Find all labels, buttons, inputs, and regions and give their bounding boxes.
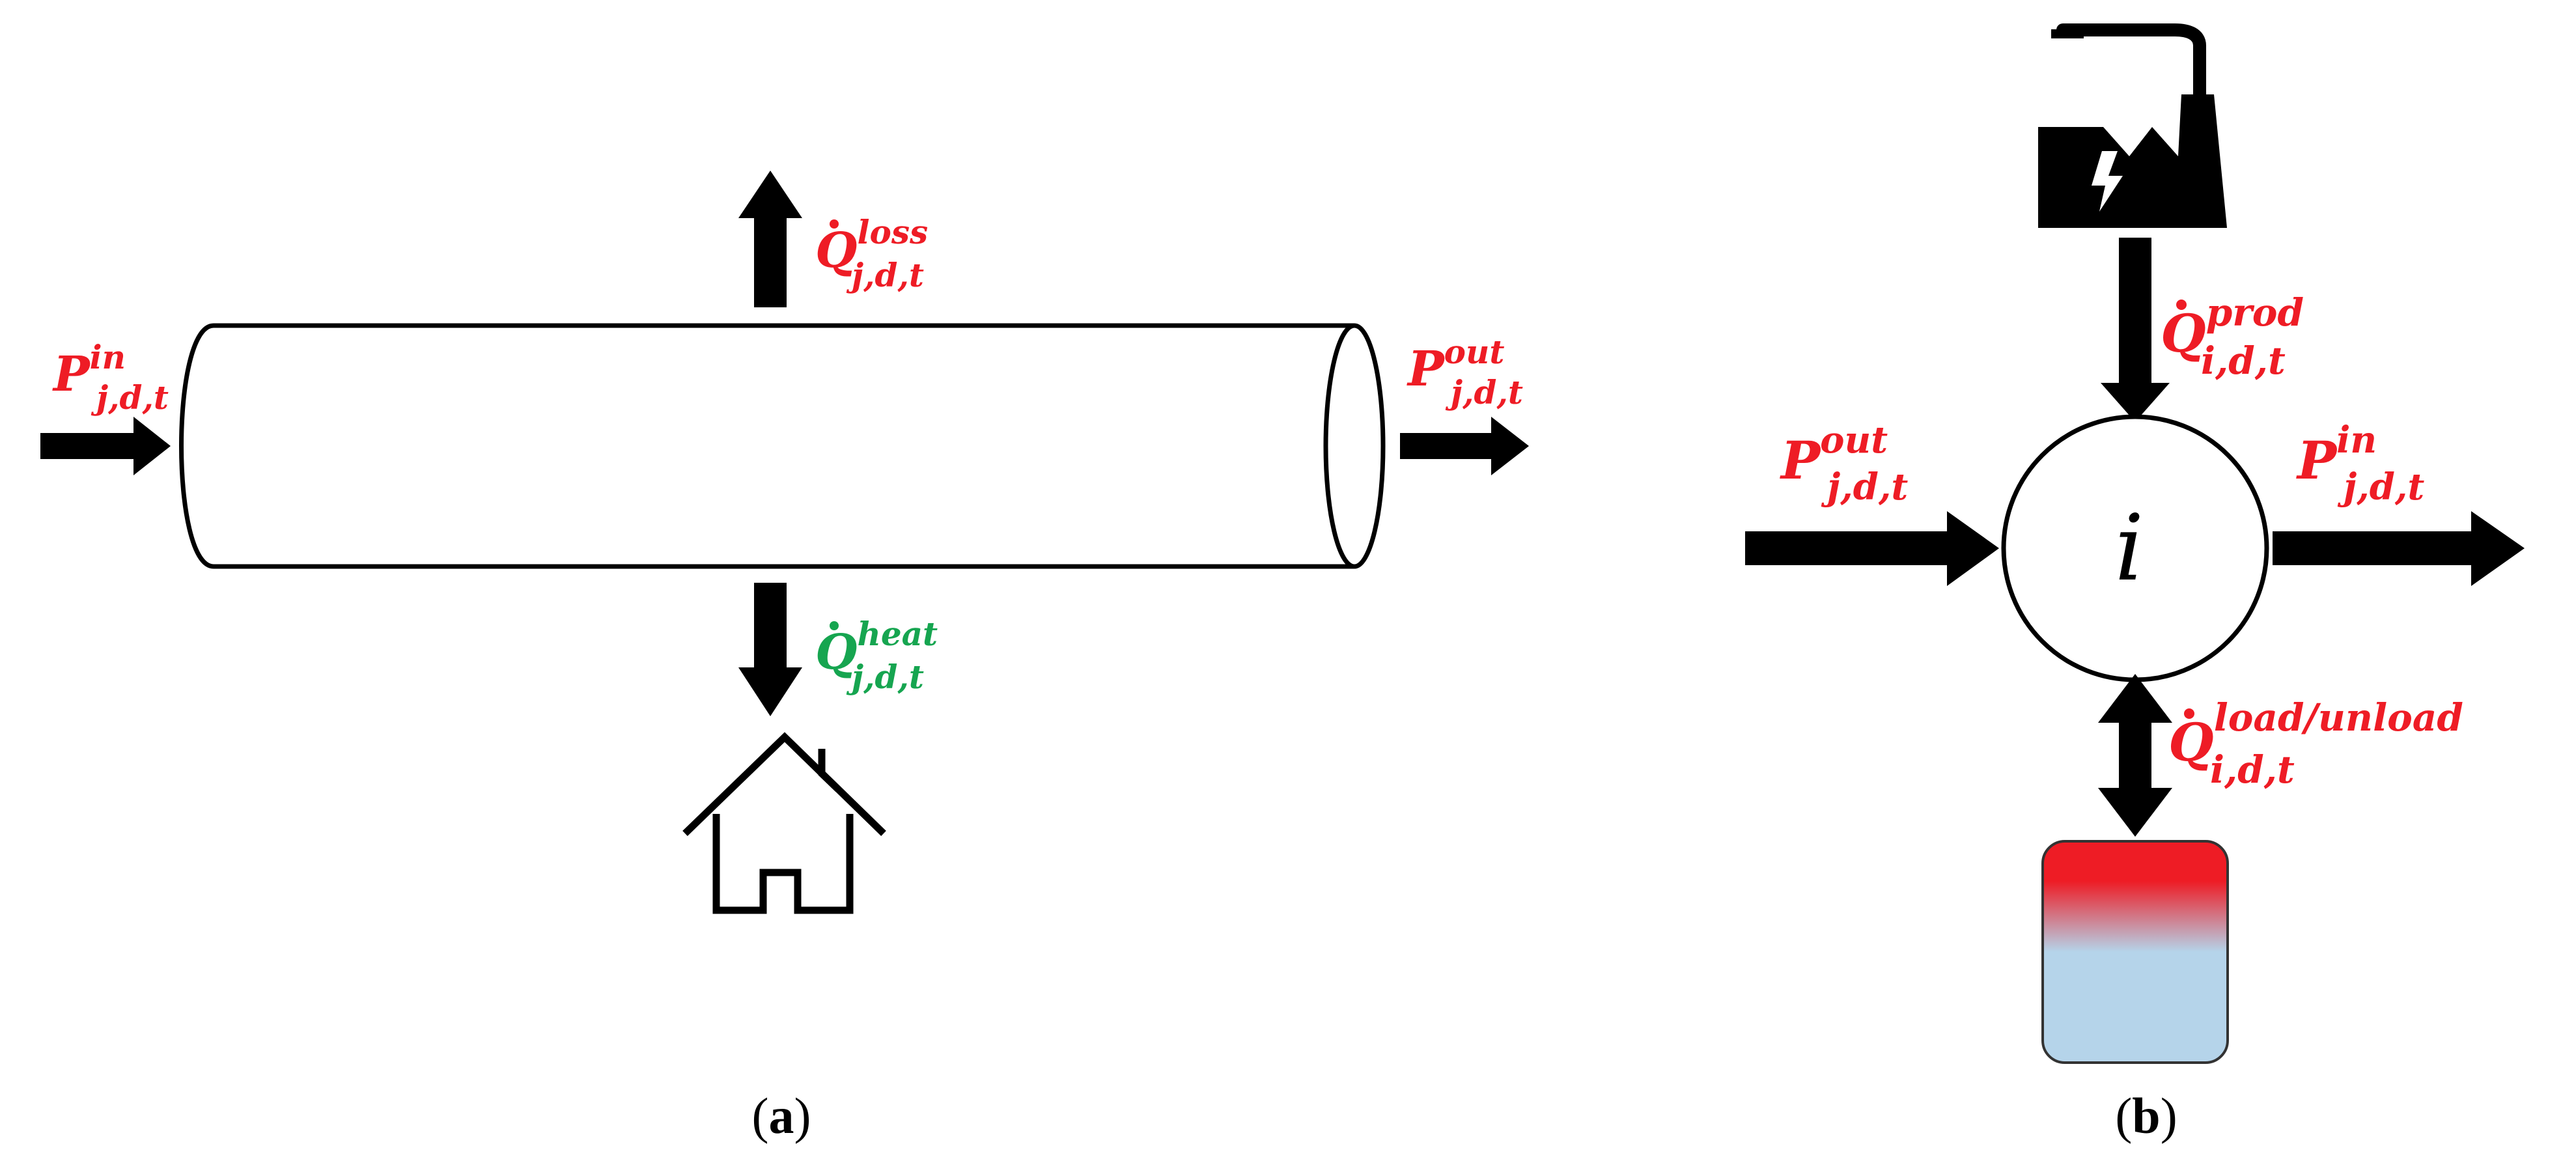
inflow-arrow	[40, 417, 171, 475]
heat-loss-arrow	[738, 171, 802, 307]
node-label: i	[2115, 496, 2144, 602]
house-icon	[682, 732, 886, 914]
outflow-arrow	[1400, 417, 1529, 475]
storage-tank-icon	[2041, 840, 2229, 1064]
caption-b: (b)	[2115, 1087, 2177, 1144]
power-plant-icon	[2038, 23, 2227, 228]
node-inflow-arrow	[1745, 511, 1999, 586]
node-outflow-arrow	[2273, 511, 2525, 586]
caption-a: (a)	[752, 1087, 811, 1144]
q-heat-dot	[830, 621, 839, 630]
pipe-cylinder	[179, 323, 1386, 569]
heat-delivery-arrow	[738, 583, 802, 716]
production-arrow	[2101, 238, 2170, 422]
q-load-dot	[2184, 708, 2194, 719]
q-prod-dot	[2176, 300, 2187, 310]
q-loss-dot	[830, 219, 839, 229]
load-unload-arrow	[2098, 674, 2172, 837]
